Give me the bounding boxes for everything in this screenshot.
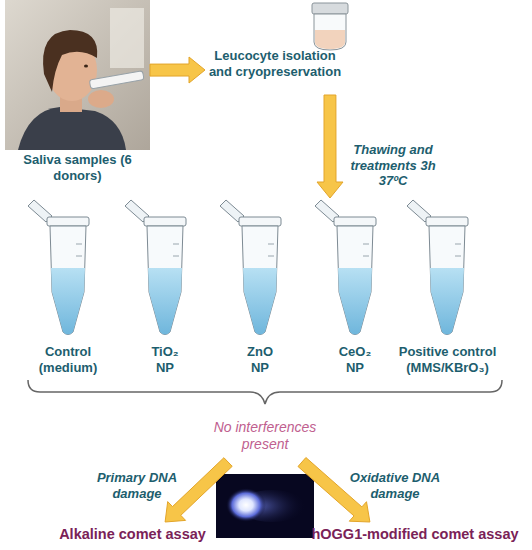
node-label: TiO₂ NP bbox=[144, 344, 186, 375]
person-hair bbox=[43, 30, 97, 92]
cryovial bbox=[312, 3, 348, 50]
node-label: Positive control (MMS/KBrO₃) bbox=[392, 344, 503, 375]
note-text: No interferences present bbox=[195, 415, 335, 462]
vial-body bbox=[314, 14, 346, 50]
node-label: Alkaline comet assay bbox=[40, 526, 225, 543]
block-arrow bbox=[165, 458, 232, 522]
saliva-tube bbox=[89, 71, 144, 89]
person-eye bbox=[84, 65, 88, 68]
photo-background bbox=[5, 0, 150, 150]
comet-image bbox=[216, 474, 314, 538]
node-label: Leucocyte isolation and cryopreservation bbox=[205, 48, 345, 79]
assay-box: hOGG1-modified comet assay bbox=[300, 522, 530, 548]
grouping-brace bbox=[28, 380, 502, 404]
node-label: No interferences present bbox=[205, 419, 325, 453]
person-body bbox=[18, 107, 126, 150]
tube-sample: ZnO NP bbox=[215, 198, 305, 380]
edge-label: Oxidative DNA damage bbox=[342, 470, 448, 501]
comet-background bbox=[216, 474, 314, 538]
eppendorf-tube bbox=[407, 200, 468, 335]
photo-window bbox=[110, 8, 144, 68]
eppendorf-tube bbox=[315, 200, 376, 335]
block-arrow bbox=[298, 458, 370, 523]
vial-cap bbox=[312, 3, 348, 14]
person-hand bbox=[88, 90, 114, 108]
node-label: Control (medium) bbox=[28, 344, 108, 375]
tube-sample: TiO₂ NP bbox=[120, 198, 210, 380]
eppendorf-tube bbox=[28, 200, 89, 335]
node-label: ZnO NP bbox=[239, 344, 281, 375]
isolation-step: Leucocyte isolation and cryopreservation bbox=[205, 0, 375, 95]
comet-head bbox=[226, 488, 266, 522]
edge-label: Primary DNA damage bbox=[90, 470, 184, 501]
node-label: Saliva samples (6 donors) bbox=[5, 152, 150, 183]
saliva-photo bbox=[5, 0, 150, 150]
eppendorf-tube bbox=[220, 200, 281, 335]
eppendorf-tube bbox=[125, 200, 186, 335]
edge-label: Thawing and treatments 3h 37ºC bbox=[350, 142, 436, 189]
node-label: hOGG1-modified comet assay bbox=[300, 526, 530, 543]
assay-box: Alkaline comet assay bbox=[40, 522, 225, 548]
tube-sample: Positive control (MMS/KBrO₃) bbox=[400, 198, 495, 380]
tube-sample: Control (medium) bbox=[20, 198, 116, 380]
tube-sample: CeO₂ NP bbox=[310, 198, 400, 380]
vial-liquid bbox=[315, 30, 345, 49]
block-arrow bbox=[317, 95, 343, 198]
photo-panel: Saliva samples (6 donors) bbox=[5, 0, 150, 192]
node-label: CeO₂ NP bbox=[334, 344, 376, 375]
block-arrow bbox=[150, 57, 205, 83]
